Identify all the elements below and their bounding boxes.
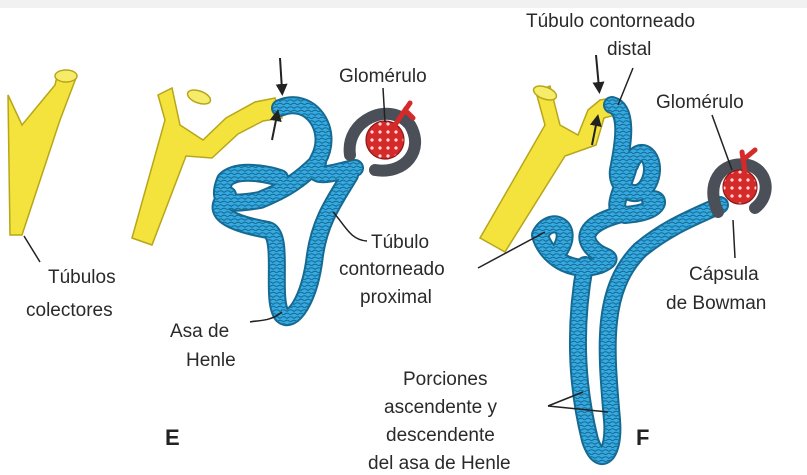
label-descendente: descendente xyxy=(386,425,495,446)
label-de-bowman: de Bowman xyxy=(666,293,766,314)
label-tubulo-e: Túbulo xyxy=(371,232,429,253)
panel-f-glomerulus xyxy=(723,170,757,204)
label-capsula: Cápsula xyxy=(689,264,759,285)
arrow-e-top xyxy=(280,58,282,90)
label-porciones: Porciones xyxy=(403,369,488,390)
label-ascendente: ascendente y xyxy=(384,397,498,418)
pointer-glomerulo-f xyxy=(712,115,732,170)
label-del-asa: del asa de Henle xyxy=(368,453,511,474)
panel-label-e: E xyxy=(165,425,180,450)
label-tubulos: Túbulos xyxy=(48,267,116,288)
arrow-f-top xyxy=(596,55,599,88)
label-henle: Henle xyxy=(186,350,236,371)
label-proximal: proximal xyxy=(360,287,432,308)
panel-e-glomerulus xyxy=(366,121,404,159)
pointer-proximal xyxy=(333,212,367,241)
pointer-capsula xyxy=(733,220,735,258)
pointer-tubulos xyxy=(24,236,40,262)
label-glomerulo-f: Glomérulo xyxy=(656,92,744,113)
label-tubulo-contorneado: Túbulo contorneado xyxy=(526,11,695,32)
label-colectores: colectores xyxy=(26,300,113,321)
label-glomerulo-e: Glomérulo xyxy=(339,66,427,87)
label-distal: distal xyxy=(607,39,651,60)
label-contorneado: contorneado xyxy=(339,259,445,280)
label-asa-de: Asa de xyxy=(170,321,229,342)
collecting-duct-left xyxy=(8,70,77,235)
pointer-distal xyxy=(618,68,633,105)
top-strip xyxy=(0,0,807,8)
panel-label-f: F xyxy=(636,425,649,450)
panel-e-tubule xyxy=(221,105,355,317)
